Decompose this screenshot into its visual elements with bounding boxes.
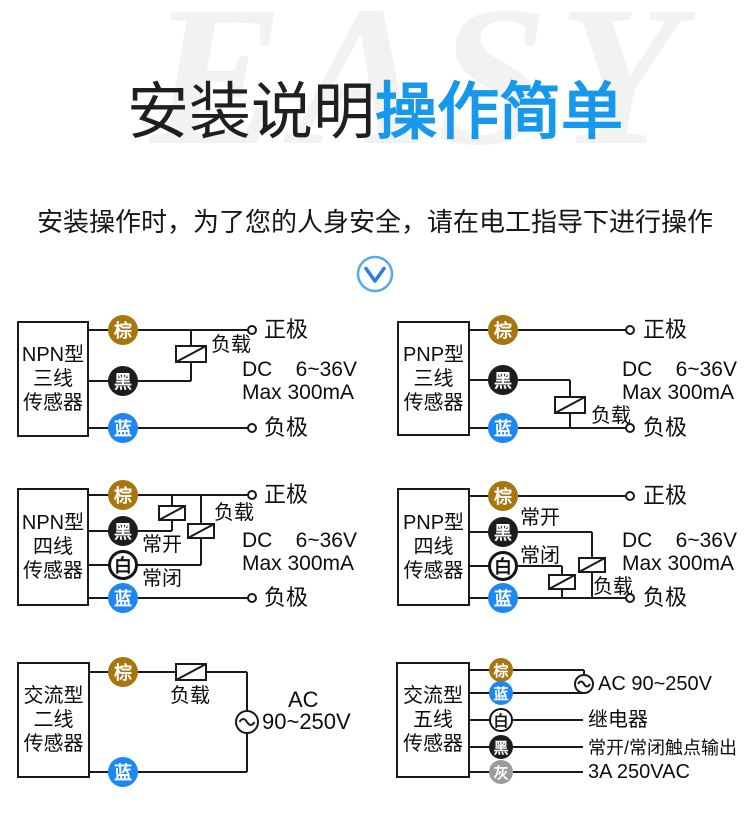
wire-blue: 蓝 [489, 681, 513, 705]
normally-open-label: 常开 [142, 534, 182, 556]
positive-label: 正极 [264, 482, 309, 507]
ac-voltage-label: 90~250V [262, 709, 351, 734]
safety-notice: 安装操作时，为了您的人身安全，请在电工指导下进行操作 [36, 207, 713, 237]
spec-current: Max 300mA [622, 552, 735, 575]
positive-label: 正极 [264, 317, 309, 342]
sensor-box-pnp-3wire: PNP型 三线 传感器 [397, 321, 470, 436]
wire-black: 黑 [108, 516, 138, 546]
npn-3wire-wiring [89, 325, 257, 433]
load-label: 负载 [211, 334, 251, 356]
negative-label: 负极 [264, 415, 309, 440]
sensor-box-line: 三线 [413, 367, 454, 390]
sensor-box-line: 三线 [33, 368, 73, 390]
sensor-box-ac-5wire: 交流型 五线 传感器 [396, 662, 470, 778]
sensor-box-ac-2wire: 交流型 二线 传感器 [17, 662, 90, 778]
npn-4wire-wiring [89, 490, 257, 603]
load-label: 负载 [214, 502, 254, 524]
sensor-box-line: 交流型 [403, 685, 463, 707]
wire-brown: 棕 [488, 315, 518, 345]
spec-current: Max 300mA [622, 381, 735, 404]
normally-closed-label: 常闭 [520, 545, 560, 567]
ac-label: AC [288, 687, 319, 712]
wire-brown: 棕 [108, 480, 138, 510]
sensor-box-npn-3wire: NPN型 三线 传感器 [17, 321, 89, 437]
wire-brown: 棕 [108, 315, 138, 345]
wire-white: 白 [489, 708, 513, 732]
spec-voltage: DC 6~36V [622, 529, 737, 552]
load-label: 负载 [591, 405, 631, 427]
load-label: 负载 [170, 685, 210, 707]
relay-label: 继电器 [588, 709, 648, 731]
sensor-box-line: 传感器 [23, 733, 84, 755]
title-dark-part: 安装说明 [126, 78, 375, 147]
sensor-box-line: 四线 [413, 536, 454, 558]
wire-blue: 蓝 [108, 583, 138, 613]
terminal-negative [625, 423, 635, 433]
sensor-box-line: 传感器 [23, 392, 83, 414]
positive-label: 正极 [643, 317, 688, 342]
ac-5wire-wiring [470, 669, 594, 773]
sensor-box-line: PNP型 [402, 512, 465, 534]
sensor-box-line: 传感器 [23, 560, 83, 582]
title-blue-part: 操作简单 [375, 78, 624, 147]
wire-blue: 蓝 [108, 413, 138, 443]
sensor-box-line: NPN型 [21, 512, 85, 534]
normally-open-label: 常开 [520, 507, 560, 529]
sensor-box-line: 传感器 [403, 560, 464, 582]
sensor-box-line: 传感器 [403, 391, 464, 414]
rating-label: 3A 250VAC [588, 761, 690, 783]
sensor-box-line: 交流型 [23, 685, 84, 707]
pnp-4wire-wiring [470, 491, 635, 603]
easy-watermark: EASY [150, 0, 691, 187]
negative-label: 负极 [643, 415, 688, 440]
chevron-down-icon [355, 254, 395, 294]
terminal-positive [625, 325, 635, 335]
wire-black: 黑 [488, 365, 518, 395]
terminal-positive [247, 490, 257, 500]
terminal-positive [625, 491, 635, 501]
wire-blue: 蓝 [108, 757, 138, 787]
page-title: 安装说明操作简单 [0, 74, 750, 152]
wire-white: 白 [488, 551, 518, 581]
wire-brown: 棕 [108, 657, 138, 687]
contact-output-label: 常开/常闭触点输出 [588, 738, 738, 758]
wire-black: 黑 [488, 517, 518, 547]
wire-white: 白 [108, 550, 138, 580]
sensor-box-line: 五线 [413, 709, 453, 731]
wire-brown: 棕 [489, 658, 513, 682]
wire-black: 黑 [489, 735, 513, 759]
negative-label: 负极 [264, 585, 309, 610]
wire-blue: 蓝 [488, 583, 518, 613]
sensor-box-line: 传感器 [403, 733, 463, 755]
normally-closed-label: 常闭 [142, 568, 182, 590]
sensor-box-line: 四线 [33, 536, 73, 558]
spec-current: Max 300mA [242, 381, 355, 404]
ac-2wire-wiring [90, 663, 259, 773]
spec-voltage: DC 6~36V [242, 529, 357, 552]
sensor-box-line: NPN型 [21, 344, 85, 366]
terminal-positive [247, 325, 257, 335]
pnp-3wire-wiring [470, 325, 635, 433]
wire-gray: 灰 [489, 760, 513, 784]
spec-voltage: DC 6~36V [622, 358, 737, 381]
wire-brown: 棕 [488, 481, 518, 511]
load-label: 负载 [593, 576, 633, 598]
spec-voltage: DC 6~36V [242, 358, 357, 381]
sensor-box-npn-4wire: NPN型 四线 传感器 [17, 488, 89, 606]
ac-voltage-label: AC 90~250V [598, 673, 712, 695]
negative-label: 负极 [643, 585, 688, 610]
sensor-box-pnp-4wire: PNP型 四线 传感器 [397, 488, 470, 606]
sensor-box-line: 二线 [33, 709, 74, 731]
wire-blue: 蓝 [488, 413, 518, 443]
wire-black: 黑 [108, 366, 138, 396]
positive-label: 正极 [643, 483, 688, 508]
terminal-negative [625, 593, 635, 603]
terminal-negative [247, 593, 257, 603]
spec-current: Max 300mA [242, 552, 355, 575]
sensor-box-line: PNP型 [402, 343, 465, 366]
terminal-negative [247, 423, 257, 433]
